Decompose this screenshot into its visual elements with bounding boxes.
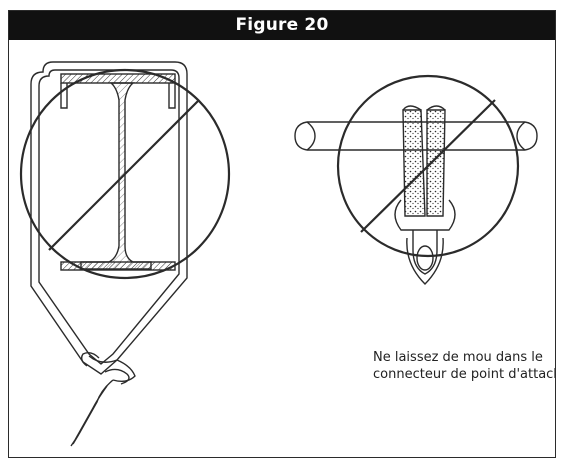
beam-sling-illustration <box>19 61 231 447</box>
sling-outer <box>30 61 188 375</box>
caption-line-1: Ne laissez de mou dans le <box>373 350 543 365</box>
caption-line-2: connecteur de point d'attache <box>373 367 556 382</box>
figure-frame: Figure 20 <box>8 10 556 458</box>
prohibition-circle-left <box>19 68 231 280</box>
sling-inner <box>38 69 180 365</box>
d-ring <box>412 230 438 275</box>
connector-housing <box>394 199 456 231</box>
prohibition-slash-right <box>360 99 496 233</box>
prohibition-circle-right <box>336 74 520 258</box>
strap-left <box>402 109 426 217</box>
pipe-anchor-illustration <box>294 74 538 285</box>
figure-illustration <box>19 61 538 447</box>
strap-right <box>426 109 446 217</box>
figure-caption: Ne laissez de mou dans le connecteur de … <box>373 349 556 383</box>
figure-title: Figure 20 <box>235 15 329 35</box>
figure-header: Figure 20 <box>9 11 555 40</box>
prohibition-slash-left <box>48 99 200 251</box>
beam-web <box>80 82 152 270</box>
